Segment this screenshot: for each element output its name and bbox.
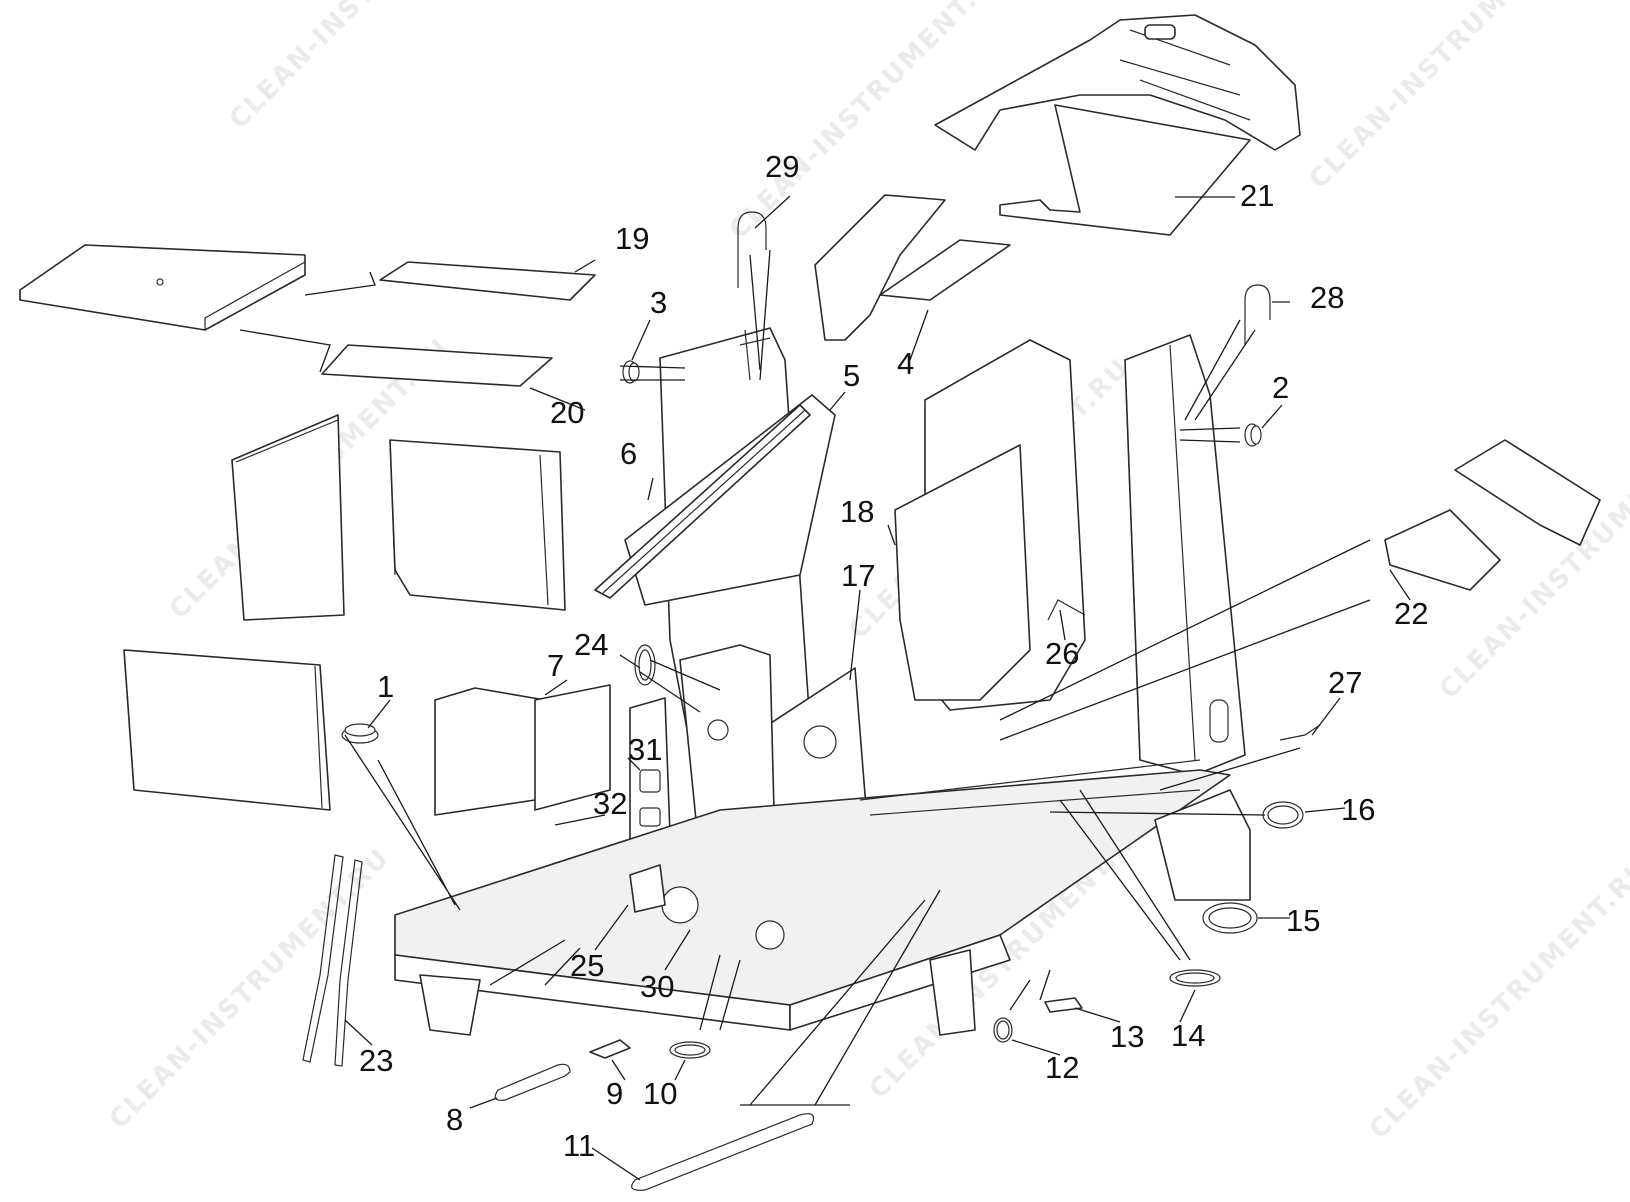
plate-19-part [379,261,596,301]
callout-19: 19 [615,221,649,256]
callout-14: 14 [1171,1018,1205,1053]
gasket-16 [1262,801,1304,829]
leader-lines [344,249,1371,1106]
left-frame-panel [231,414,345,621]
rear-housing-part [934,14,1301,236]
callout-12: 12 [1045,1050,1079,1085]
callout-32: 32 [593,786,627,821]
panel-18-part [894,339,1086,711]
callout-8: 8 [446,1102,463,1137]
callout-3: 3 [650,285,667,320]
hook-28 [1244,284,1271,345]
callout-24: 24 [574,627,608,662]
watermark: CLEAN-INSTRUMENT.RU [1304,0,1596,195]
callout-10: 10 [643,1076,677,1111]
left-lower-panel [123,649,331,811]
left-back-panel [389,439,566,611]
bar-27 [1279,724,1321,741]
callout-20: 20 [550,395,584,430]
callout-22: 22 [1394,596,1428,631]
callout-30: 30 [640,969,674,1004]
hook-29 [737,211,767,288]
pad-25 [629,864,666,913]
callout-26: 26 [1045,636,1079,671]
right-tower-part [1124,334,1246,776]
gasket-11 [631,1113,815,1191]
watermark: CLEAN-INSTRUMENT.RU [1364,853,1630,1145]
bar-26 [1047,599,1086,621]
callout-13: 13 [1110,1019,1144,1054]
callout-2: 2 [1272,370,1289,405]
panel-7-part [434,684,611,816]
callout-lines [344,195,1411,1181]
gasket-14 [1169,969,1221,987]
plate-4-part [879,239,1011,301]
callout-31: 31 [628,732,662,767]
callout-labels: 1 2 3 4 5 6 7 8 9 10 11 12 13 14 15 16 1… [359,149,1428,1163]
callout-11: 11 [563,1128,595,1163]
plate-20-part [321,344,553,387]
gasket-15 [1202,902,1258,934]
callout-17: 17 [841,558,875,593]
callout-15: 15 [1286,903,1320,938]
gasket-1 [341,723,379,744]
panel-31-part [629,697,671,846]
callout-28: 28 [1310,280,1344,315]
callout-6: 6 [620,436,637,471]
ring-12 [993,1017,1013,1043]
callout-25: 25 [570,948,604,983]
ring-24 [634,644,656,686]
gasket-8 [494,1063,571,1101]
ring-10 [669,1041,711,1059]
base-platform-part [394,759,1231,1036]
edge-trim-6-part [594,404,811,599]
callout-23: 23 [359,1043,393,1078]
callout-4: 4 [897,346,914,381]
callout-21: 21 [1240,178,1274,213]
shim-13 [1044,997,1083,1013]
side-guard-part [1154,789,1251,901]
top-tray-part [19,244,306,331]
side-strip-5-part [624,394,836,606]
bracket-4-part [814,194,946,341]
callout-27: 27 [1328,665,1362,700]
callout-16: 16 [1341,792,1375,827]
callout-29: 29 [765,149,799,184]
shim-9 [589,1039,631,1059]
strip-23 [302,854,363,1067]
watermark: CLEAN-INSTRUMENT.RU [224,0,516,135]
callout-18: 18 [840,494,874,529]
callout-1: 1 [377,669,394,704]
cover-22-part [1384,439,1601,591]
callout-9: 9 [606,1076,623,1111]
callout-7: 7 [547,648,564,683]
callout-5: 5 [843,358,860,393]
spring-2 [1244,423,1262,447]
